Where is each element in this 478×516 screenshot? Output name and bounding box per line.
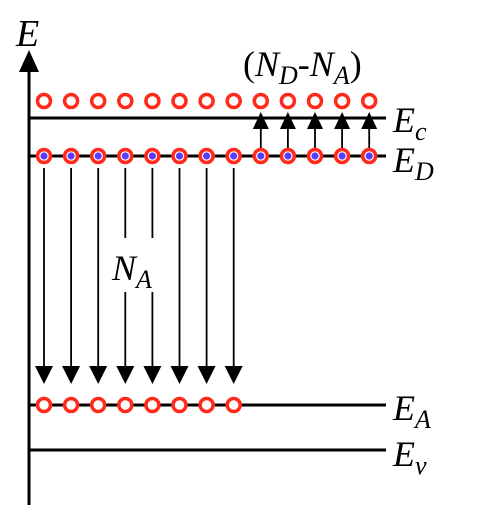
conduction-state xyxy=(144,92,161,110)
energy-axis-arrowhead xyxy=(19,50,39,72)
acceptor-state xyxy=(117,396,134,414)
electron-dot xyxy=(148,152,156,160)
electron-dot xyxy=(67,152,75,160)
electron-dot xyxy=(230,152,238,160)
electron-dot xyxy=(94,152,102,160)
electron-dot xyxy=(257,152,265,160)
down-arrowhead xyxy=(224,366,243,384)
acceptor-state xyxy=(144,396,161,414)
acceptor-state xyxy=(62,396,80,414)
up-arrowhead xyxy=(252,112,269,129)
conduction-transition-arrows xyxy=(252,112,378,150)
acceptor-transfer-label: NA xyxy=(111,248,152,294)
acceptor-state xyxy=(89,396,107,414)
electron-dot xyxy=(40,152,48,160)
down-arrowhead xyxy=(197,366,216,384)
down-arrowhead xyxy=(62,366,81,384)
up-arrowhead xyxy=(361,112,378,129)
electron-dot xyxy=(365,152,373,160)
up-arrowhead xyxy=(279,112,296,129)
down-arrowhead xyxy=(143,366,162,384)
conduction-state xyxy=(62,92,80,110)
conduction-state xyxy=(252,92,270,110)
donor-states xyxy=(35,147,378,165)
acceptor-state xyxy=(171,396,188,414)
down-arrowhead xyxy=(116,366,135,384)
down-arrowhead xyxy=(89,366,108,384)
acceptor-state xyxy=(35,396,53,414)
electron-dot xyxy=(284,152,292,160)
conduction-empty-states xyxy=(35,92,378,110)
conduction-state xyxy=(333,92,351,110)
conduction-state xyxy=(279,92,297,110)
energy-axis-label: E xyxy=(15,13,39,55)
electron-dot xyxy=(121,152,129,160)
acceptor-state xyxy=(225,396,242,414)
up-arrowhead xyxy=(307,112,323,129)
excess-donor-annotation: (ND-NA) xyxy=(243,44,362,90)
electron-dot xyxy=(311,152,319,160)
acceptor-states xyxy=(35,396,242,414)
conduction-state xyxy=(89,92,107,110)
conduction-state xyxy=(171,92,188,110)
conduction-state xyxy=(117,92,134,110)
conduction-state xyxy=(35,92,53,110)
acceptor-transfer-label-bg xyxy=(108,238,170,292)
conduction-band-label: Ec xyxy=(392,100,427,146)
acceptor-state xyxy=(198,396,215,414)
electron-dot xyxy=(338,152,346,160)
conduction-state xyxy=(225,92,242,110)
electron-dot xyxy=(203,152,211,160)
conduction-state xyxy=(360,92,378,110)
electron-dot xyxy=(175,152,184,160)
donor-level-label: ED xyxy=(392,140,434,186)
conduction-state xyxy=(306,92,324,110)
up-arrowhead xyxy=(334,112,351,129)
acceptor-level-label: EA xyxy=(392,388,431,434)
down-arrowhead xyxy=(170,366,189,384)
acceptor-transition-arrows xyxy=(35,168,243,384)
conduction-state xyxy=(198,92,215,110)
valence-band-label: Ev xyxy=(392,434,427,480)
down-arrowhead xyxy=(35,366,53,384)
